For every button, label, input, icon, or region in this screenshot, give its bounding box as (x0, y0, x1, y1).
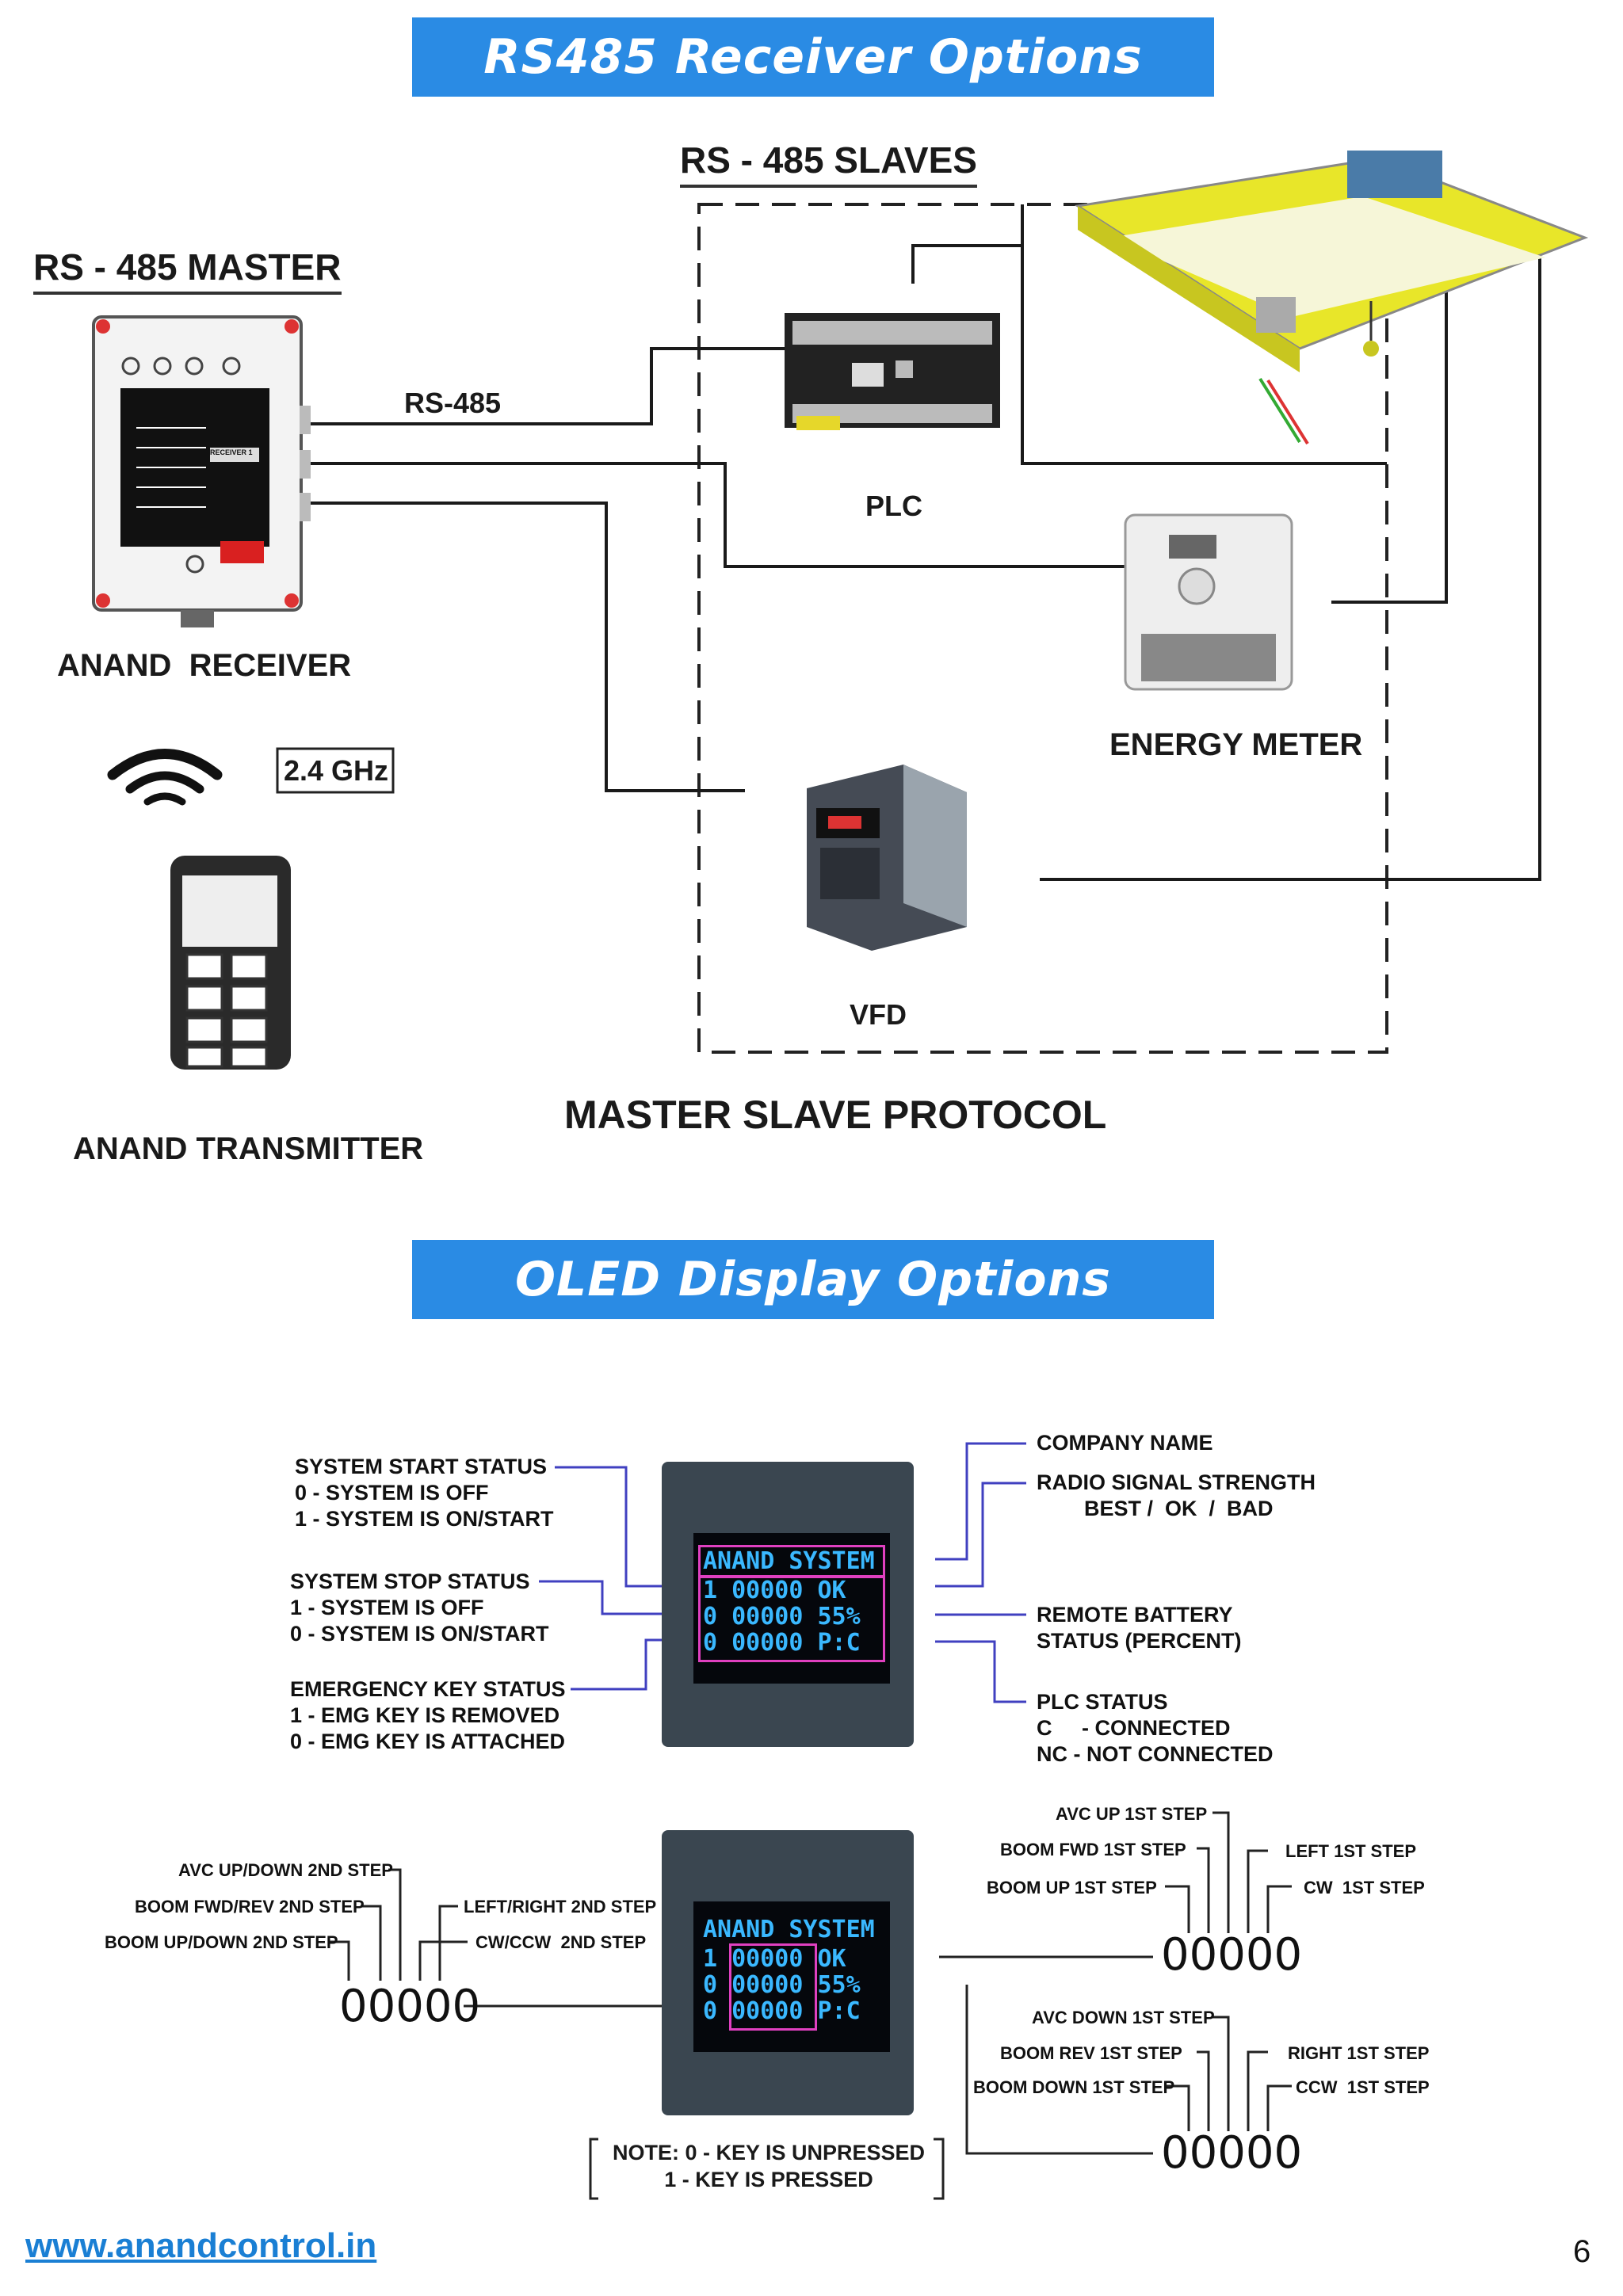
transmitter-device (170, 856, 291, 1070)
label-right-1st: RIGHT 1ST STEP (1288, 2043, 1430, 2063)
oled2-line-3: 0 00000 55% (703, 1971, 861, 1999)
label-boom-rev-1st: BOOM REV 1ST STEP (1000, 2043, 1182, 2063)
page-number: 6 (1573, 2234, 1591, 2269)
wifi-icon (107, 749, 223, 806)
rs485-wires (307, 204, 1541, 881)
label-left-1st: LEFT 1ST STEP (1285, 1841, 1417, 1861)
label-avc-up-1st: AVC UP 1ST STEP (1056, 1804, 1208, 1824)
annotation-radio-signal: RADIO SIGNAL STRENGTH BEST / OK / BAD (1037, 1470, 1316, 1520)
oled1-line-1: ANAND SYSTEM (703, 1547, 875, 1575)
vfd-label: VFD (850, 998, 907, 1031)
oled2-line-4: 0 00000 P:C (703, 1997, 861, 2025)
plc-label: PLC (865, 490, 922, 522)
code-first-step-up: 00000 (1161, 1929, 1303, 1981)
label-left-right-2nd: LEFT/RIGHT 2ND STEP (464, 1897, 657, 1917)
transmitter-label: ANAND TRANSMITTER (73, 1131, 424, 1166)
label-boom-up-1st: BOOM UP 1ST STEP (987, 1878, 1157, 1897)
annotation-battery: REMOTE BATTERY STATUS (PERCENT) (1037, 1603, 1242, 1653)
oled-banner-text: OLED Display Options (514, 1252, 1111, 1307)
rs485-banner: RS485 Receiver Options (412, 17, 1214, 97)
label-boom-fwd-1st: BOOM FWD 1ST STEP (1000, 1840, 1186, 1859)
key-note: NOTE: 0 - KEY IS UNPRESSED 1 - KEY IS PR… (612, 2141, 926, 2191)
oled1-line-4: 0 00000 P:C (703, 1629, 861, 1657)
code-second-step: 00000 (339, 1981, 481, 2032)
receiver-device (92, 315, 311, 627)
label-cw-ccw-2nd: CW/CCW 2ND STEP (475, 1932, 647, 1952)
oled-banner: OLED Display Options (412, 1240, 1214, 1319)
code-first-step-down: 00000 (1161, 2127, 1303, 2179)
oled2-line-2: 1 00000 OK (703, 1945, 846, 1973)
bus-label: RS-485 (404, 387, 502, 419)
oled1-line-2: 1 00000 OK (703, 1577, 846, 1604)
rs485-diagram (92, 151, 1589, 1070)
crane-image (1074, 151, 1589, 445)
receiver-tag: RECEIVER 1 (210, 448, 253, 456)
master-title: RS - 485 MASTER (33, 246, 342, 295)
annotation-start-status: SYSTEM START STATUS 0 - SYSTEM IS OFF 1 … (295, 1455, 554, 1531)
annotation-stop-status: SYSTEM STOP STATUS 1 - SYSTEM IS OFF 0 -… (290, 1569, 549, 1646)
energy-meter-device (1124, 513, 1293, 691)
rs485-banner-text: RS485 Receiver Options (483, 29, 1143, 85)
slave-enclosure (697, 203, 1388, 1054)
website-link[interactable]: www.anandcontrol.in (25, 2226, 377, 2265)
plc-device (785, 313, 1000, 430)
oled-screen-1: ANAND SYSTEM 1 00000 OK 0 00000 55% 0 00… (662, 1462, 914, 1747)
protocol-label: MASTER SLAVE PROTOCOL (564, 1093, 1107, 1137)
label-cw-1st: CW 1ST STEP (1304, 1878, 1425, 1897)
slaves-title: RS - 485 SLAVES (680, 139, 977, 188)
label-ccw-1st: CCW 1ST STEP (1296, 2077, 1430, 2097)
receiver-label: ANAND RECEIVER (57, 648, 352, 683)
energy-meter-label: ENERGY METER (1109, 727, 1363, 762)
freq-box (276, 747, 395, 794)
label-boom-down-1st: BOOM DOWN 1ST STEP (973, 2077, 1175, 2097)
annotation-company-name: COMPANY NAME (1037, 1431, 1213, 1455)
freq-label: 2.4 GHz (284, 754, 389, 787)
oled1-line-3: 0 00000 55% (703, 1603, 861, 1630)
label-avc-2nd: AVC UP/DOWN 2ND STEP (178, 1860, 393, 1880)
annotation-plc-status: PLC STATUS C - CONNECTED NC - NOT CONNEC… (1037, 1690, 1274, 1766)
label-boom-up-2nd: BOOM UP/DOWN 2ND STEP (105, 1932, 338, 1952)
label-boom-fwd-2nd: BOOM FWD/REV 2ND STEP (135, 1897, 365, 1917)
annotation-emergency-status: EMERGENCY KEY STATUS 1 - EMG KEY IS REMO… (290, 1677, 566, 1753)
oled2-line-1: ANAND SYSTEM (703, 1916, 875, 1943)
oled-screen-2: ANAND SYSTEM 1 00000 OK 0 00000 55% 0 00… (662, 1830, 914, 2115)
vfd-device (807, 765, 967, 951)
label-avc-down-1st: AVC DOWN 1ST STEP (1032, 2008, 1215, 2027)
